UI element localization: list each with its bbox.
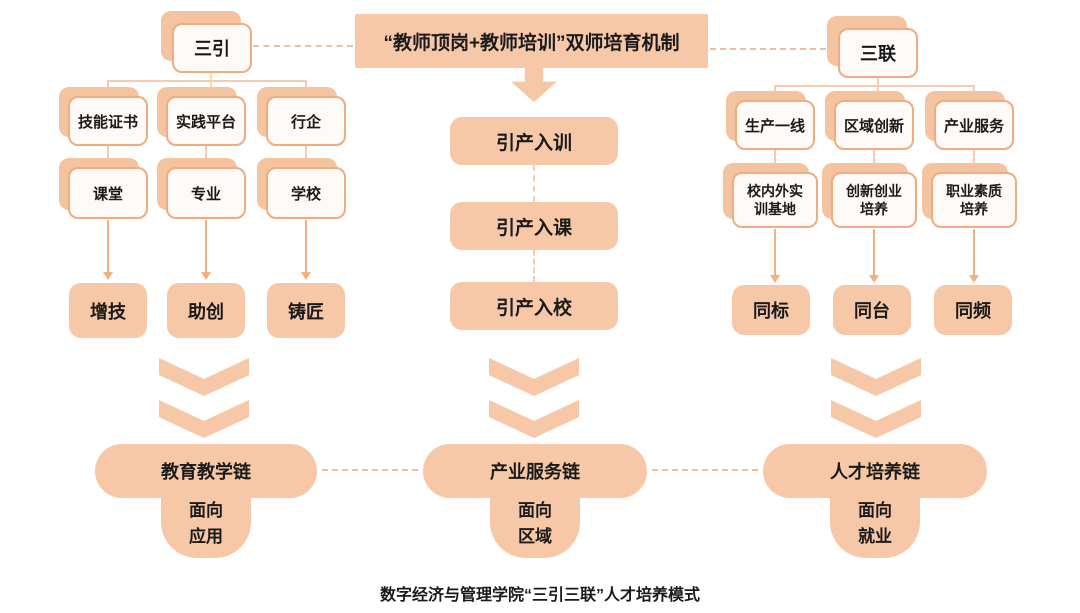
chain-label-2: 产业服务链 [423,444,647,498]
down-arrow-icon [869,275,879,283]
center-step-1: 引产入训 [450,117,618,165]
right-arrow-line-1 [774,229,776,275]
chevron-down-icon [489,358,579,396]
left-result-box-2: 助创 [167,283,245,338]
diagram-caption: 数字经济与管理学院“三引三联”人才培养模式 [379,587,700,604]
right-connector-2 [873,150,875,172]
right-result-box-3: 同频 [934,285,1012,335]
left-arrow-line-2 [205,220,207,272]
down-arrow-icon [301,272,311,280]
chain-dashed-link-2 [652,469,758,471]
dual-teacher-mechanism-header: “教师顶岗+教师培训”双师培育机制 [355,14,708,68]
right-result-box-1: 同标 [732,285,810,335]
chain-focus-1: 面向 应用 [161,490,251,558]
right-connector-1 [774,150,776,172]
left-source-box-2: 实践平台 [166,96,246,146]
root-san-yin: 三引 [172,23,252,73]
chevron-down-icon [831,358,921,396]
left-arrow-line-3 [305,220,307,272]
left-connector-3 [305,146,307,167]
chain-focus-3: 面向 就业 [830,490,920,558]
chain-label-3: 人才培养链 [763,444,987,498]
left-via-box-2: 专业 [166,167,246,219]
dashed-link-right [710,48,836,50]
left-result-box-3: 铸匠 [267,283,345,338]
center-step-3: 引产入校 [450,282,618,330]
right-result-box-2: 同台 [833,285,911,335]
left-source-box-3: 行企 [266,96,346,146]
center-dashed-1 [533,165,535,202]
left-arrow-line-1 [107,220,109,272]
down-arrow-icon [770,275,780,283]
right-connector-3 [973,150,975,172]
right-source-box-1: 生产一线 [735,100,815,150]
left-connector-1 [107,146,109,167]
left-via-box-3: 学校 [266,167,346,219]
connector-right-root-stub [877,78,879,100]
down-arrow-icon [201,272,211,280]
chain-label-1: 教育教学链 [95,444,317,498]
chevron-down-icon [159,358,249,396]
right-via-box-3: 职业素质 培养 [931,172,1017,228]
chain-focus-2: 面向 区域 [490,490,580,558]
center-dashed-2 [533,250,535,282]
chevron-down-icon [489,400,579,438]
chain-dashed-link-1 [322,469,418,471]
chevron-down-icon [831,400,921,438]
right-via-box-1: 校内外实 训基地 [732,172,818,228]
down-arrow-icon [103,272,113,280]
left-via-box-1: 课堂 [68,167,148,219]
right-source-box-2: 区域创新 [834,100,914,150]
connector-left-root-stub [210,73,212,97]
dashed-link-left [253,45,353,47]
left-source-box-1: 技能证书 [68,96,148,146]
center-step-2: 引产入课 [450,202,618,250]
root-san-lian: 三联 [838,28,918,78]
right-arrow-line-2 [873,229,875,275]
right-arrow-line-3 [973,229,975,275]
block-down-arrow-icon [511,68,557,102]
left-result-box-1: 增技 [69,283,147,338]
connector-right-drop-3 [973,85,975,100]
right-source-box-3: 产业服务 [934,100,1014,150]
connector-right-branch [774,85,975,87]
connector-right-drop-1 [774,85,776,100]
down-arrow-icon [969,275,979,283]
right-via-box-2: 创新创业 培养 [831,172,917,228]
chevron-down-icon [159,400,249,438]
connector-left-branch [107,80,307,82]
left-connector-2 [205,146,207,167]
connector-left-drop-1 [107,80,109,96]
connector-left-drop-3 [305,80,307,96]
